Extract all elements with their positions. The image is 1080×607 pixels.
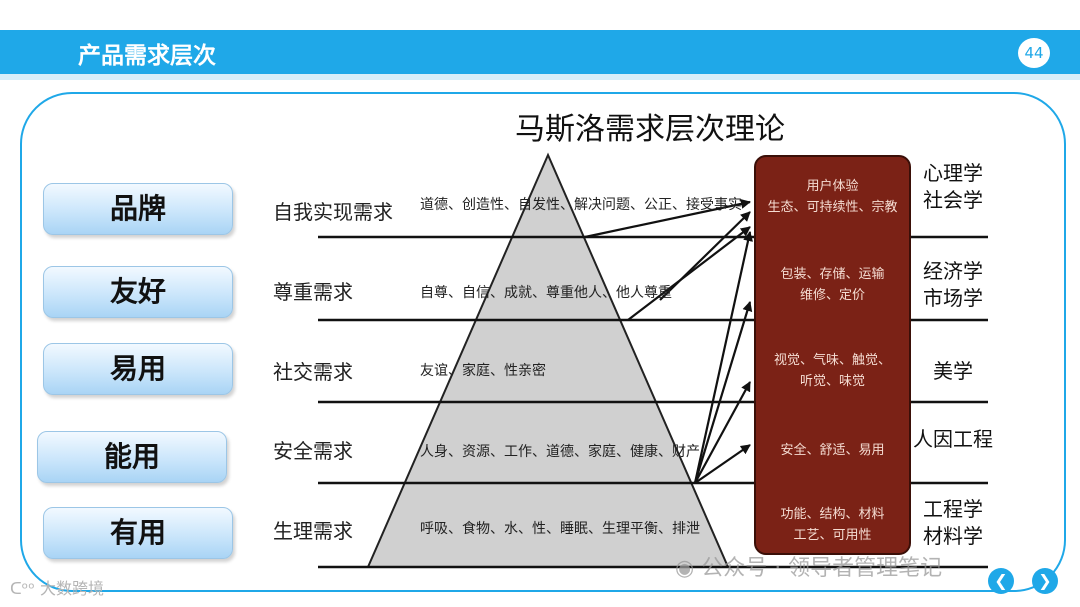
page-number-badge: 44 (1018, 38, 1050, 68)
prev-slide-button[interactable]: ❮ (988, 568, 1014, 594)
field-psychology-sociology: 心理学社会学 (923, 161, 983, 212)
easy-to-use-button[interactable]: 易用 (43, 343, 233, 395)
need-label-esteem: 尊重需求 (273, 280, 353, 304)
factor-cell-2: 包装、存储、运输维修、定价 (780, 267, 885, 303)
factor-cell-1: 用户体验生态、可持续性、宗教 (767, 179, 898, 215)
next-slide-button[interactable]: ❯ (1032, 568, 1058, 594)
need-label-physiological: 生理需求 (273, 519, 353, 543)
field-aesthetics: 美学 (933, 359, 973, 383)
factor-cell-4: 安全、舒适、易用 (780, 443, 885, 458)
corner-watermark: ᑕᵒᵒ 大数跨境 (10, 579, 105, 598)
header-underline (0, 74, 1080, 80)
field-human-factors: 人因工程 (913, 427, 993, 451)
field-economics-marketing: 经济学市场学 (923, 259, 983, 310)
factor-cell-3: 视觉、气味、触觉、听觉、味觉 (773, 353, 891, 389)
level-details-self-actualization: 道德、创造性、自发性、解决问题、公正、接受事实 (420, 197, 742, 213)
level-details-social: 友谊、家庭、性亲密 (420, 363, 546, 379)
connector-arrows (584, 198, 753, 484)
need-label-social: 社交需求 (273, 360, 353, 384)
wechat-icon: ◉ (675, 556, 702, 581)
usable-button[interactable]: 能用 (37, 431, 227, 483)
content-frame (20, 92, 1066, 592)
factor-cell-5: 功能、结构、材料工艺、可用性 (780, 507, 885, 543)
logo-icon: ᑕᵒᵒ (10, 579, 40, 598)
friendly-button[interactable]: 友好 (43, 266, 233, 318)
header-bar (0, 30, 1080, 74)
brand-button[interactable]: 品牌 (43, 183, 233, 235)
field-engineering-materials: 工程学材料学 (923, 497, 983, 548)
slide-title: 产品需求层次 (78, 43, 216, 69)
level-details-safety: 人身、资源、工作、道德、家庭、健康、财产 (420, 444, 700, 460)
need-label-safety: 安全需求 (273, 439, 353, 463)
level-details-physiological: 呼吸、食物、水、性、睡眠、生理平衡、排泄 (420, 521, 700, 537)
level-details-esteem: 自尊、自信、成就、尊重他人、他人尊重 (420, 285, 672, 301)
diagram-title: 马斯洛需求层次理论 (515, 112, 785, 147)
wechat-watermark: ◉ 公众号 · 领导者管理笔记 (675, 556, 943, 581)
product-factor-column (754, 155, 911, 555)
useful-button[interactable]: 有用 (43, 507, 233, 559)
need-label-self-actualization: 自我实现需求 (273, 200, 393, 224)
